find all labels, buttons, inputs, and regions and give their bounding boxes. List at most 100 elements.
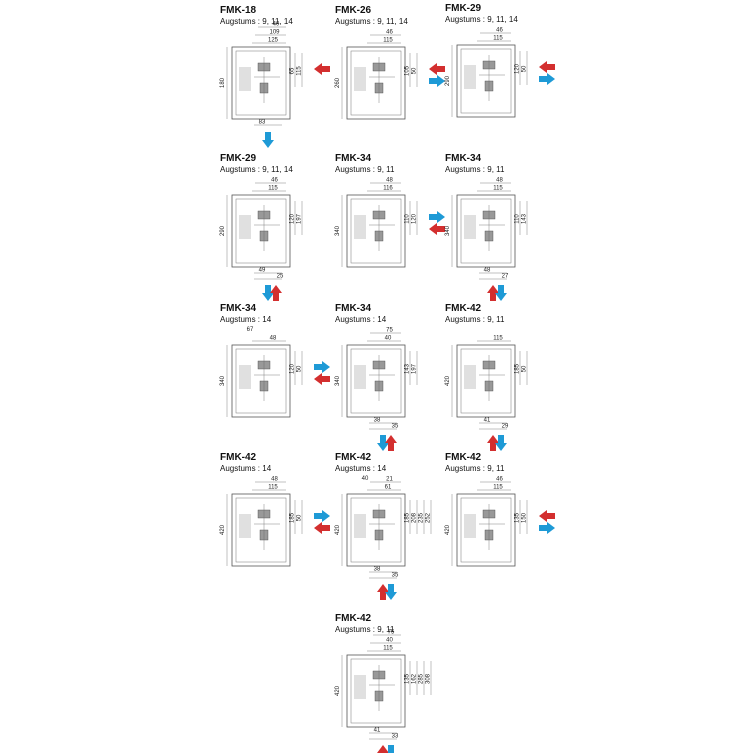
height-dimension: 260 bbox=[335, 77, 341, 88]
right-dimension: 143 bbox=[405, 363, 411, 374]
supply-arrow bbox=[314, 522, 330, 534]
supply-arrow bbox=[377, 584, 389, 600]
height-dimension: 290 bbox=[220, 225, 226, 236]
top-dimension: 61 bbox=[385, 485, 392, 491]
right-dimension: 50 bbox=[412, 67, 418, 74]
right-dimension: 120 bbox=[412, 213, 418, 224]
heat-exchanger bbox=[464, 514, 476, 538]
supply-arrow bbox=[487, 435, 499, 451]
heat-exchanger bbox=[239, 67, 251, 91]
right-dimension: 150 bbox=[522, 512, 528, 523]
return-arrow bbox=[377, 435, 389, 451]
height-variants: Augstums : 9, 11, 14 bbox=[335, 17, 408, 26]
top-dimension: 115 bbox=[383, 38, 393, 44]
right-dimension: 50 bbox=[297, 514, 303, 521]
heat-exchanger bbox=[464, 365, 476, 389]
top-dimension: 48 bbox=[386, 178, 393, 184]
extra-dimension: 40 bbox=[362, 476, 369, 482]
model-name: FMK-42 bbox=[335, 452, 372, 463]
heat-exchanger bbox=[354, 67, 366, 91]
right-dimension: 197 bbox=[297, 213, 303, 224]
right-dimension: 120 bbox=[290, 363, 296, 374]
bottom-dimension: 25 bbox=[277, 274, 284, 280]
right-dimension: 197 bbox=[412, 363, 418, 374]
top-dimension: 75 bbox=[388, 630, 395, 636]
model-name: FMK-34 bbox=[445, 153, 482, 164]
right-dimension: 143 bbox=[522, 213, 528, 224]
top-dimension: 48 bbox=[496, 178, 503, 184]
supply-arrow bbox=[539, 61, 555, 73]
height-variants: Augstums : 14 bbox=[335, 464, 387, 473]
bottom-dimension: 29 bbox=[502, 424, 509, 430]
model-name: FMK-29 bbox=[220, 153, 257, 164]
model-name: FMK-34 bbox=[335, 303, 372, 314]
bottom-dimension: 27 bbox=[502, 274, 509, 280]
top-dimension: 46 bbox=[496, 28, 503, 34]
return-arrow bbox=[539, 73, 555, 85]
top-dimension: 46 bbox=[386, 30, 393, 36]
right-dimension: 208 bbox=[412, 512, 418, 523]
bottom-dimension: 83 bbox=[259, 120, 266, 126]
top-dimension: 75 bbox=[386, 328, 393, 334]
height-variants: Augstums : 9, 11, 14 bbox=[220, 165, 293, 174]
height-variants: Augstums : 14 bbox=[335, 315, 387, 324]
right-dimension: 120 bbox=[290, 213, 296, 224]
model-name: FMK-42 bbox=[445, 452, 482, 463]
supply-arrow bbox=[377, 745, 389, 753]
return-arrow bbox=[539, 522, 555, 534]
bottom-dimension: 49 bbox=[259, 268, 266, 274]
height-variants: Augstums : 9, 11, 14 bbox=[220, 17, 293, 26]
supply-arrow bbox=[314, 373, 330, 385]
height-variants: Augstums : 9, 11 bbox=[445, 165, 505, 174]
top-dimension: 40 bbox=[386, 638, 393, 644]
extra-dimension: 67 bbox=[247, 327, 254, 333]
top-dimension: 40 bbox=[273, 22, 280, 28]
right-dimension: 120 bbox=[515, 63, 521, 74]
height-variants: Augstums : 9, 11, 14 bbox=[445, 15, 518, 24]
top-dimension: 40 bbox=[385, 336, 392, 342]
top-dimension: 46 bbox=[271, 178, 278, 184]
heat-exchanger bbox=[239, 365, 251, 389]
bottom-dimension: 38 bbox=[374, 567, 381, 573]
return-arrow bbox=[385, 584, 397, 600]
top-dimension: 115 bbox=[493, 336, 503, 342]
top-dimension: 21 bbox=[386, 477, 393, 483]
supply-arrow bbox=[270, 285, 282, 301]
top-dimension: 115 bbox=[268, 186, 278, 192]
model-name: FMK-42 bbox=[220, 452, 257, 463]
supply-arrow bbox=[429, 223, 445, 235]
return-arrow bbox=[262, 132, 274, 148]
height-dimension: 340 bbox=[335, 375, 341, 386]
right-dimension: 135 bbox=[515, 512, 521, 523]
right-dimension: 115 bbox=[297, 66, 303, 76]
right-dimension: 110 bbox=[515, 214, 521, 224]
right-dimension: 162 bbox=[412, 673, 418, 684]
bottom-dimension: 41 bbox=[374, 728, 381, 734]
top-dimension: 125 bbox=[268, 38, 279, 44]
height-variants: Augstums : 14 bbox=[220, 315, 272, 324]
model-name: FMK-42 bbox=[445, 303, 482, 314]
height-dimension: 340 bbox=[335, 225, 341, 236]
right-dimension: 110 bbox=[405, 214, 411, 224]
top-dimension: 115 bbox=[493, 186, 503, 192]
top-dimension: 115 bbox=[383, 646, 393, 652]
right-dimension: 185 bbox=[405, 512, 411, 523]
bottom-dimension: 35 bbox=[392, 573, 399, 579]
height-dimension: 180 bbox=[220, 77, 226, 88]
right-dimension: 65 bbox=[290, 67, 296, 74]
heat-exchanger bbox=[239, 215, 251, 239]
return-arrow bbox=[314, 510, 330, 522]
